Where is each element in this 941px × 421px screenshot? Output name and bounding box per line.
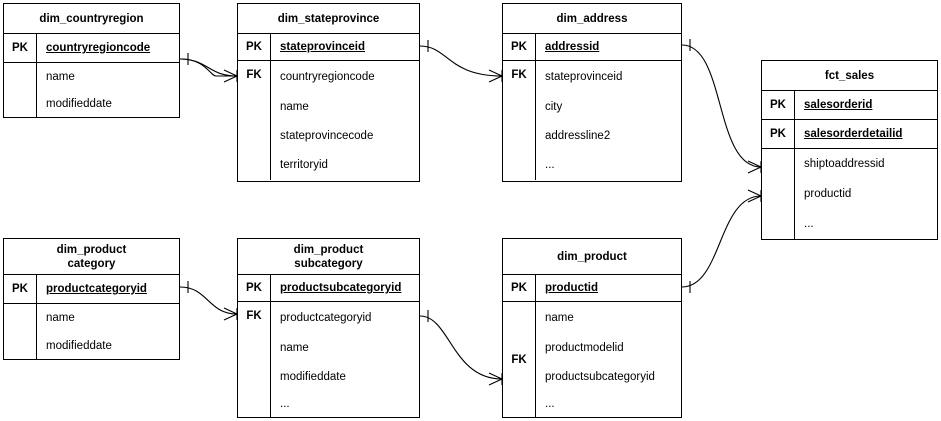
key-badge-pk: PK xyxy=(4,275,37,303)
attribute-row[interactable]: productmodelid xyxy=(545,341,624,354)
entity-title: dim_stateprovince xyxy=(238,4,419,34)
attribute-name: stateprovinceid xyxy=(280,41,365,53)
entity-dim-countryregion[interactable]: dim_countryregion PK countryregioncode n… xyxy=(3,3,180,118)
attribute-row-pk[interactable]: PK productsubcategoryid xyxy=(238,275,419,302)
attribute-list: name modifieddate xyxy=(37,63,179,117)
relationship-productsubcategory-product xyxy=(419,310,503,386)
attribute-row-pk[interactable]: PK stateprovinceid xyxy=(238,34,419,61)
attribute-list: name modifieddate xyxy=(37,304,179,359)
key-badge-fk: FK xyxy=(503,61,536,180)
entity-fct-sales[interactable]: fct_sales PK salesorderid PK salesorderd… xyxy=(761,60,938,240)
attribute-list: productcategoryid name modifieddate ... xyxy=(271,302,419,417)
attribute-row[interactable]: addressline2 xyxy=(545,129,611,142)
attribute-row[interactable]: name xyxy=(46,312,75,324)
attribute-list: countryregioncode name stateprovincecode… xyxy=(271,61,419,180)
relationship-address-fctsales xyxy=(681,39,762,174)
attribute-row[interactable]: city xyxy=(545,100,563,113)
entity-dim-stateprovince[interactable]: dim_stateprovince PK stateprovinceid FK … xyxy=(237,3,420,182)
attribute-row[interactable]: ... xyxy=(804,218,814,230)
entity-dim-productcategory[interactable]: dim_product category PK productcategoryi… xyxy=(3,238,180,360)
attribute-name: productid xyxy=(545,282,599,294)
relationship-productcategory-productsubcategory xyxy=(179,281,238,321)
key-badge-none xyxy=(4,63,37,117)
key-badge-pk: PK xyxy=(4,34,37,62)
entity-title: dim_product xyxy=(503,239,681,275)
attribute-row[interactable]: territoryid xyxy=(280,158,328,171)
attribute-body: shiptoaddressid productid ... xyxy=(762,149,937,239)
attribute-body: FK productcategoryid name modifieddate .… xyxy=(238,302,419,417)
entity-title: dim_product category xyxy=(4,239,179,275)
relationship-countryregion-stateprovince xyxy=(179,53,238,83)
entity-title: dim_countryregion xyxy=(4,4,179,34)
attribute-row-pk[interactable]: PK productid xyxy=(503,275,681,302)
attribute-name: salesorderdetailid xyxy=(804,128,903,140)
attribute-body: FK stateprovinceid city addressline2 ... xyxy=(503,61,681,180)
attribute-row[interactable]: stateprovincecode xyxy=(280,129,374,142)
key-badge-none xyxy=(4,304,37,359)
attribute-row[interactable]: modifieddate xyxy=(46,339,112,352)
key-badge-fk: FK xyxy=(503,302,536,417)
attribute-row[interactable]: modifieddate xyxy=(280,370,346,383)
key-badge-fk: FK xyxy=(238,302,271,417)
attribute-row[interactable]: shiptoaddressid xyxy=(804,158,885,170)
attribute-row[interactable]: name xyxy=(46,70,75,83)
attribute-body: FK name productmodelid productsubcategor… xyxy=(503,302,681,417)
entity-title: dim_product subcategory xyxy=(238,239,419,275)
attribute-row-pk[interactable]: PK salesorderdetailid xyxy=(762,120,937,149)
entity-title: dim_address xyxy=(503,4,681,34)
attribute-row[interactable]: productid xyxy=(804,188,852,200)
attribute-body: FK countryregioncode name stateprovincec… xyxy=(238,61,419,180)
attribute-body: name modifieddate xyxy=(4,63,179,117)
relationship-product-fctsales xyxy=(681,189,762,293)
attribute-row[interactable]: productcategoryid xyxy=(280,311,372,324)
attribute-name: productcategoryid xyxy=(46,283,147,295)
relationship-stateprovince-address xyxy=(419,40,503,83)
attribute-name: addressid xyxy=(545,41,600,53)
attribute-row[interactable]: ... xyxy=(545,398,555,410)
attribute-body: name modifieddate xyxy=(4,304,179,359)
entity-title: fct_sales xyxy=(762,61,937,91)
key-badge-fk: FK xyxy=(238,61,271,180)
attribute-row[interactable]: name xyxy=(545,311,574,324)
attribute-row[interactable]: ... xyxy=(545,158,555,171)
attribute-row[interactable]: countryregioncode xyxy=(280,70,375,83)
key-badge-pk: PK xyxy=(762,91,795,119)
attribute-row[interactable]: productsubcategoryid xyxy=(545,370,655,383)
attribute-list: name productmodelid productsubcategoryid… xyxy=(536,302,681,417)
attribute-name: salesorderid xyxy=(804,99,873,111)
attribute-row[interactable]: name xyxy=(280,341,309,354)
key-badge-pk: PK xyxy=(503,275,536,301)
attribute-list: stateprovinceid city addressline2 ... xyxy=(536,61,681,180)
key-badge-pk: PK xyxy=(238,34,271,60)
attribute-row[interactable]: modifieddate xyxy=(46,97,112,110)
key-badge-pk: PK xyxy=(762,120,795,148)
key-badge-pk: PK xyxy=(238,275,271,301)
attribute-row[interactable]: stateprovinceid xyxy=(545,70,623,83)
attribute-name: productsubcategoryid xyxy=(280,282,402,294)
key-badge-none xyxy=(762,149,795,239)
entity-dim-productsubcategory[interactable]: dim_product subcategory PK productsubcat… xyxy=(237,238,420,418)
entity-dim-product[interactable]: dim_product PK productid FK name product… xyxy=(502,238,682,418)
attribute-row-pk[interactable]: PK addressid xyxy=(503,34,681,61)
entity-dim-address[interactable]: dim_address PK addressid FK stateprovinc… xyxy=(502,3,682,182)
attribute-name: countryregioncode xyxy=(46,42,151,54)
attribute-list: shiptoaddressid productid ... xyxy=(795,149,937,239)
attribute-row-pk[interactable]: PK productcategoryid xyxy=(4,275,179,304)
attribute-row-pk[interactable]: PK salesorderid xyxy=(762,91,937,120)
attribute-row-pk[interactable]: PK countryregioncode xyxy=(4,34,179,63)
attribute-row[interactable]: name xyxy=(280,100,309,113)
attribute-row[interactable]: ... xyxy=(280,398,290,410)
key-badge-pk: PK xyxy=(503,34,536,60)
